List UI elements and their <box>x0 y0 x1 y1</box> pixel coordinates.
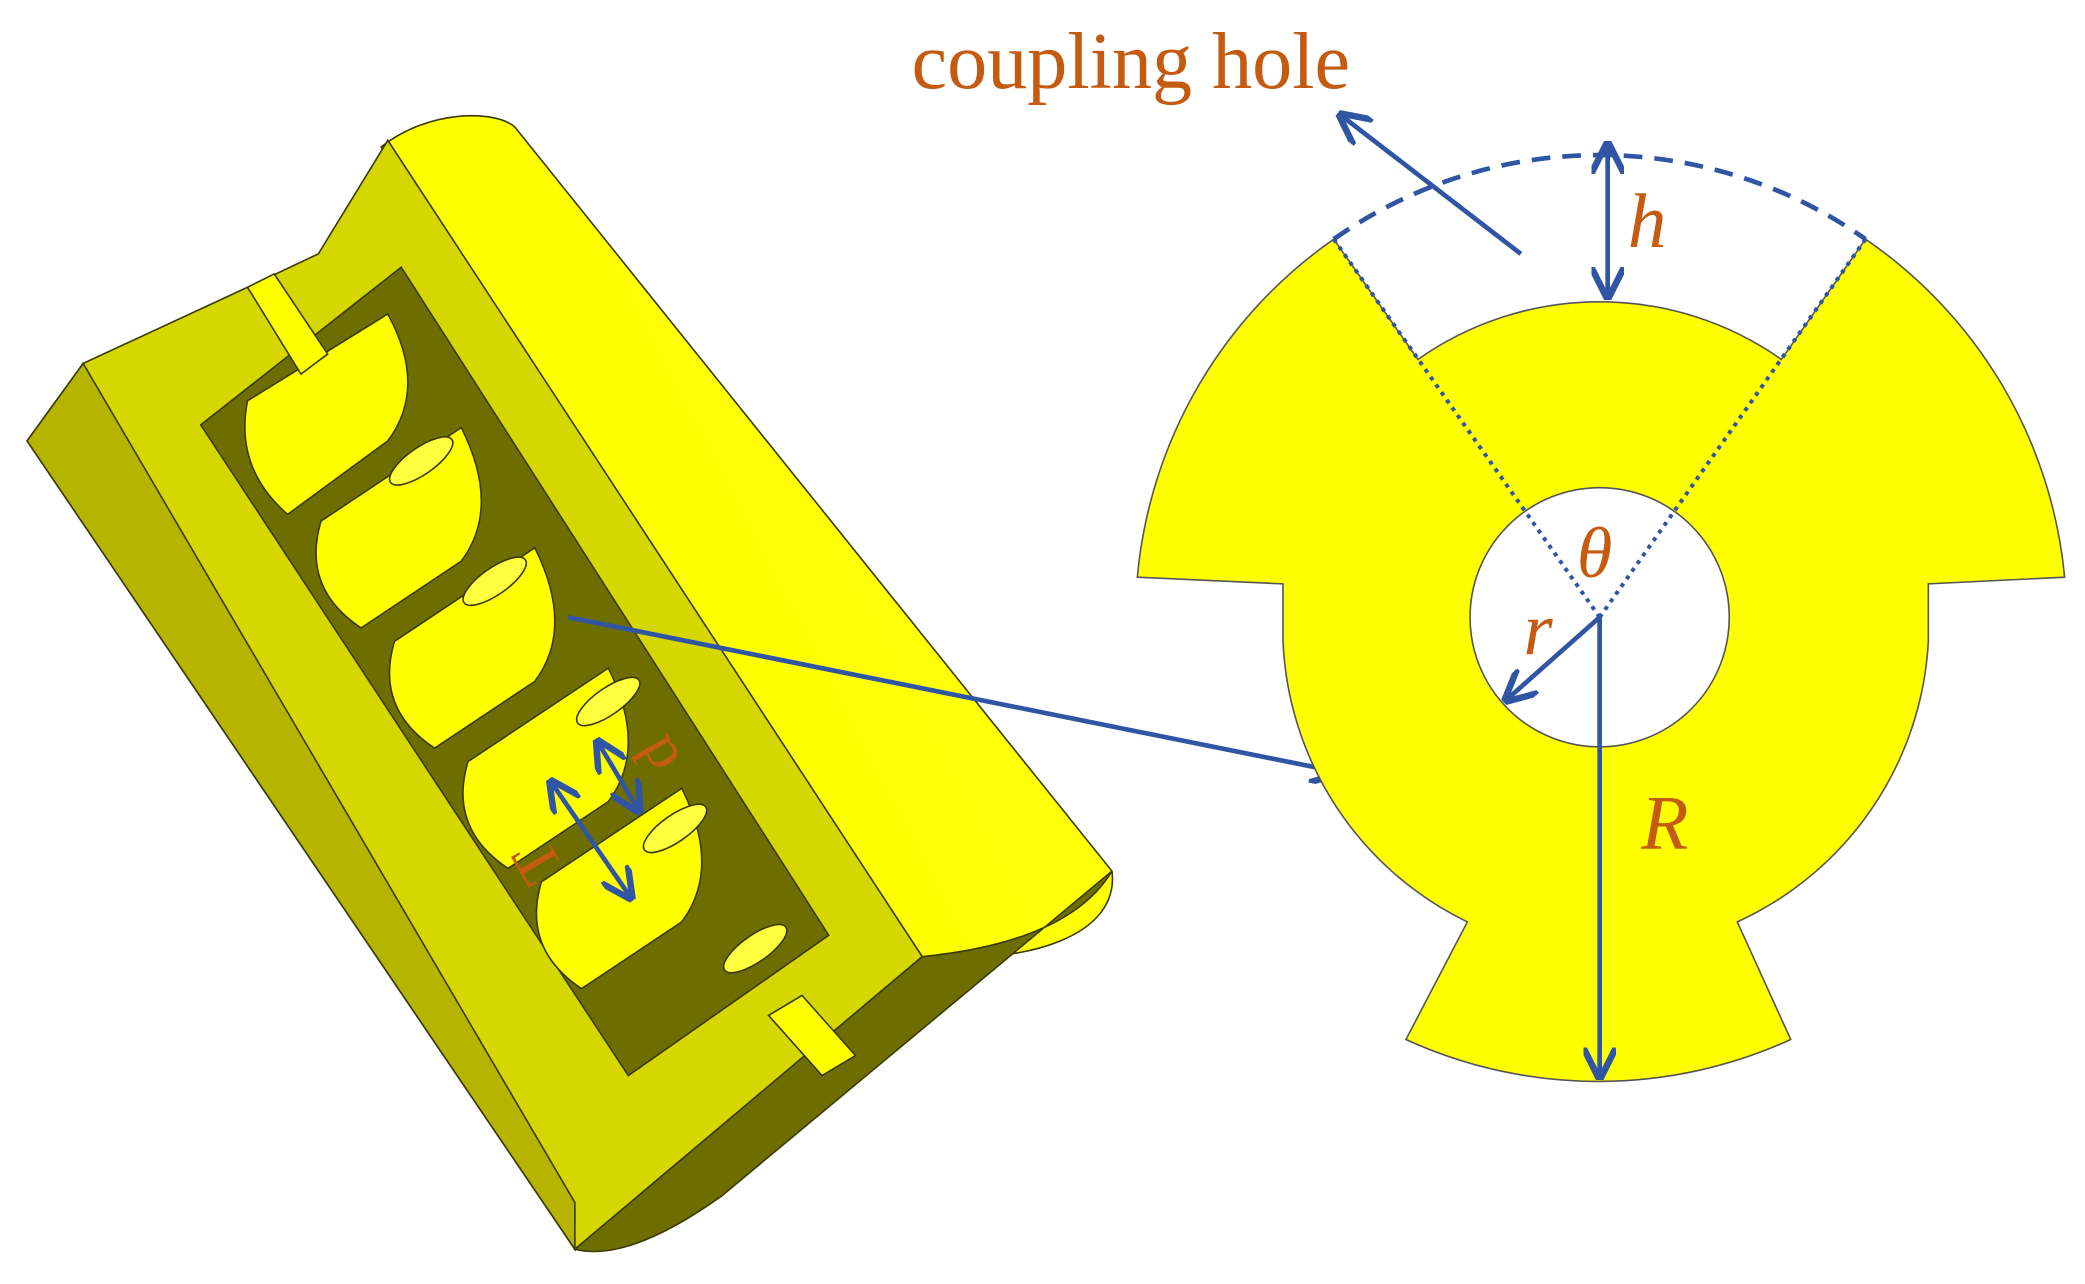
dimension-annotations-3d <box>551 742 639 898</box>
r-arrow <box>1506 615 1602 700</box>
h-label: h <box>1628 178 1667 264</box>
disk <box>315 426 483 629</box>
coupling-hole-label: coupling hole <box>912 18 1351 106</box>
beam-port-bottom <box>767 994 857 1077</box>
coupling-hole-arrow <box>1340 115 1523 256</box>
section-pointer-arrow <box>567 614 1340 772</box>
sector-edge-right <box>1598 238 1868 619</box>
disk <box>244 312 409 516</box>
coupling-hole-3d <box>575 676 641 727</box>
coupling-hole-outline <box>1332 152 1867 242</box>
R-label: R <box>1640 779 1688 865</box>
coupling-hole-3d <box>388 436 454 486</box>
theta-label: θ <box>1577 513 1612 593</box>
r-label: r <box>1523 589 1553 672</box>
disk <box>388 546 556 750</box>
cavity-3d-model <box>26 114 1114 1253</box>
beam-port-top <box>246 272 329 376</box>
coupling-hole-3d <box>462 556 528 607</box>
cut-face-inner <box>26 361 576 1252</box>
coupling-hole-3d <box>722 923 788 974</box>
sector-edge-left <box>1332 238 1602 619</box>
disk-cross-section <box>1136 115 2066 1083</box>
coupling-hole-3d <box>642 803 708 854</box>
t-arrow <box>551 782 631 898</box>
